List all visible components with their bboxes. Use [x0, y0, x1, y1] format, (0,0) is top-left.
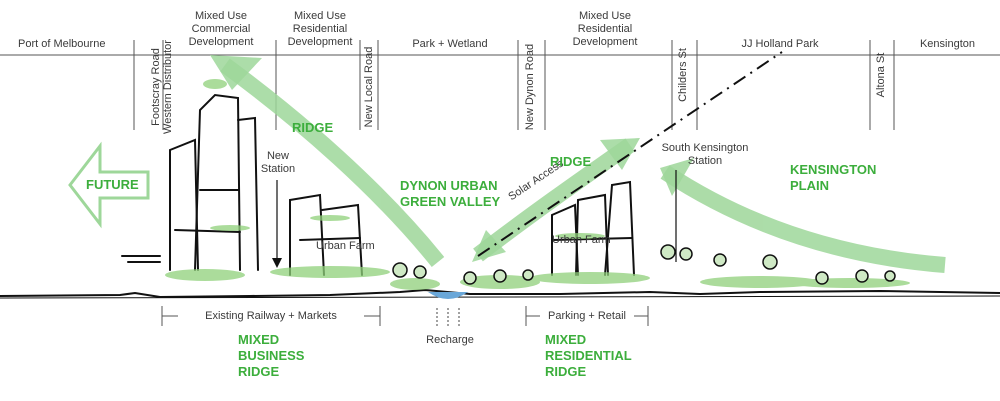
- label-mixed-use-residential-right: Mixed Use Residential Development: [572, 10, 638, 48]
- ground-line: [0, 288, 1000, 299]
- label-ridge-right: RIDGE: [550, 154, 592, 169]
- label-new-station: New Station: [260, 150, 296, 175]
- label-childers-st: Childers St: [677, 48, 689, 102]
- label-mixed-use-commercial: Mixed Use Commercial Development: [188, 10, 254, 48]
- recharge-arrows: [436, 308, 460, 326]
- label-jj-holland-park: JJ Holland Park: [741, 38, 819, 50]
- label-urban-farm-left: Urban Farm: [316, 240, 375, 252]
- label-south-kensington-station: South Kensington Station: [661, 142, 749, 167]
- future-arrow: [68, 141, 150, 229]
- label-mixed-business-ridge: MIXED BUSINESS RIDGE: [238, 332, 305, 379]
- label-existing-railway: Existing Railway + Markets: [178, 310, 364, 323]
- label-altona-st: Altona St: [875, 52, 887, 98]
- residential-buildings: [551, 180, 635, 276]
- label-new-dynon-road: New Dynon Road: [524, 43, 536, 131]
- label-park-wetland: Park + Wetland: [412, 38, 488, 50]
- label-future: FUTURE: [86, 177, 139, 192]
- label-kensington-plain: KENSINGTON PLAIN: [790, 162, 877, 193]
- label-port-of-melbourne: Port of Melbourne: [18, 38, 106, 50]
- top-frame: [0, 40, 1000, 130]
- label-ridge-left: RIDGE: [292, 120, 334, 135]
- trees: [392, 244, 896, 285]
- label-kensington: Kensington: [919, 38, 976, 50]
- label-mixed-use-residential-left: Mixed Use Residential Development: [287, 10, 353, 48]
- solar-access-line: [477, 51, 783, 257]
- label-urban-farm-right: Urban Farm: [552, 234, 611, 246]
- label-new-local-road: New Local Road: [363, 46, 375, 128]
- commercial-buildings: [121, 93, 363, 276]
- label-dynon-urban-green-valley: DYNON URBAN GREEN VALLEY: [400, 178, 501, 209]
- label-mixed-residential-ridge: MIXED RESIDENTIAL RIDGE: [545, 332, 632, 379]
- ridge-arrows: [220, 58, 946, 273]
- wetland-water: [428, 292, 468, 299]
- label-footscray-road: Footscray Road Western Distributor: [150, 40, 174, 134]
- label-parking-retail: Parking + Retail: [540, 310, 634, 323]
- label-recharge: Recharge: [426, 334, 474, 346]
